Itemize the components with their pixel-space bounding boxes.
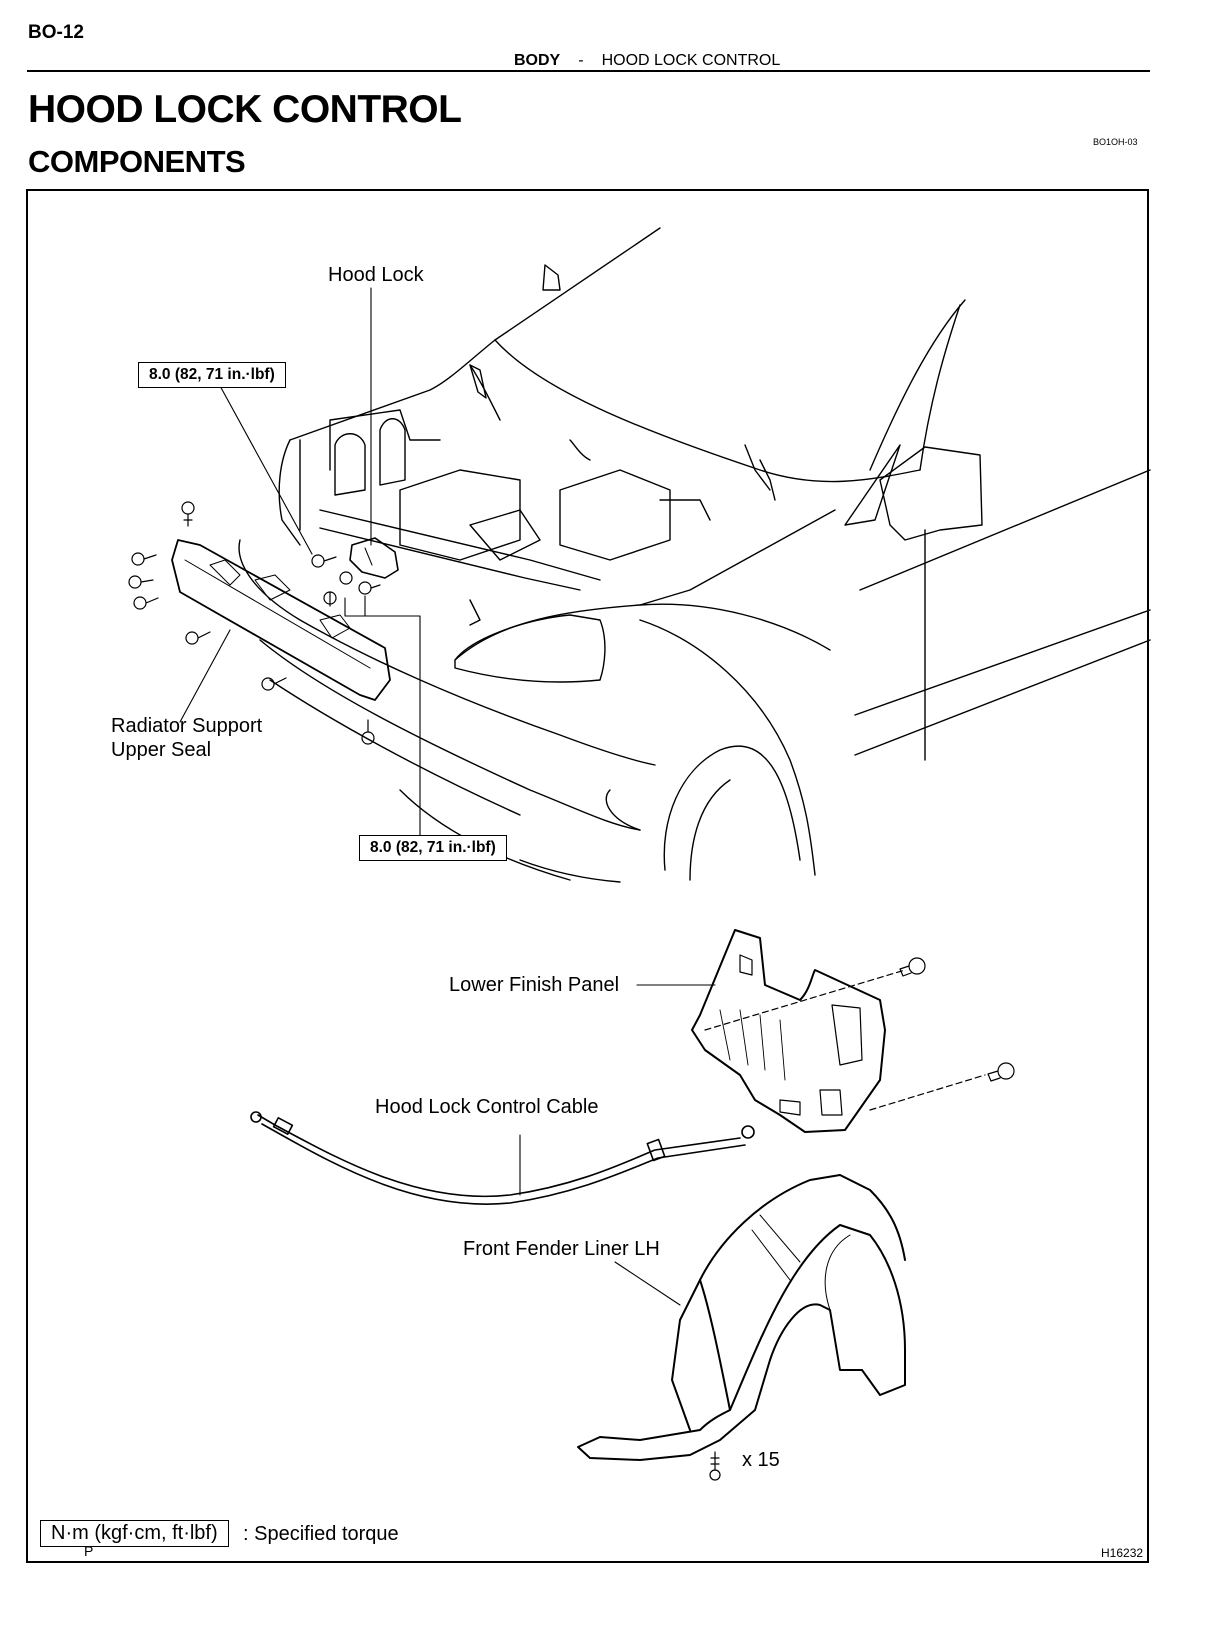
torque-spec-lower: 8.0 (82, 71 in.·lbf) xyxy=(359,835,507,861)
leader-lines xyxy=(179,287,716,1306)
legend-mark: P xyxy=(84,1543,94,1559)
front-fender-liner-part xyxy=(577,1174,906,1461)
clips-and-bolts xyxy=(128,501,381,745)
document-code: BO1OH-03 xyxy=(1093,137,1138,147)
bolt-icon xyxy=(987,1062,1015,1082)
page-number: BO-12 xyxy=(28,22,84,43)
components-figure-frame xyxy=(26,189,1149,1563)
clip-icon xyxy=(181,501,195,527)
vehicle-front-drawing xyxy=(238,227,1151,883)
torque-unit-legend-box: N·m (kgf·cm, ft·lbf) xyxy=(40,1520,229,1547)
radiator-seal-label-line2: Upper Seal xyxy=(111,739,212,761)
clip-quantity-label: x 15 xyxy=(742,1449,780,1471)
torque-spec-upper: 8.0 (82, 71 in.·lbf) xyxy=(138,362,286,388)
fender-liner-label: Front Fender Liner LH xyxy=(463,1238,660,1260)
section-name: BODY xyxy=(514,52,561,69)
hood-lock-control-cable-part xyxy=(250,1111,755,1205)
clip-icon xyxy=(185,631,211,645)
bolt-icon xyxy=(899,957,926,977)
bolt-icon xyxy=(323,591,337,607)
bolt-icon xyxy=(311,554,337,568)
panel-bolts xyxy=(704,957,1015,1111)
section-topic: HOOD LOCK CONTROL xyxy=(601,52,781,69)
header-rule xyxy=(27,70,1150,72)
section-header: BODY-HOOD LOCK CONTROL xyxy=(514,52,780,70)
upper-torque-leader-line xyxy=(218,383,313,555)
liner-leader-line xyxy=(614,1261,681,1306)
seal-leader-line xyxy=(179,629,231,723)
hood-lock-label: Hood Lock xyxy=(328,264,424,286)
control-cable-label: Hood Lock Control Cable xyxy=(375,1096,599,1118)
bolt-icon xyxy=(339,571,353,585)
clip-icon xyxy=(261,677,287,691)
figure-code: H16232 xyxy=(1101,1546,1144,1560)
clip-icon xyxy=(361,719,375,745)
clip-icon xyxy=(131,552,157,566)
clip-icon xyxy=(133,596,159,610)
lower-torque-leader-line xyxy=(344,597,421,839)
radiator-support-upper-seal xyxy=(171,539,391,701)
page-title: HOOD LOCK CONTROL xyxy=(28,88,462,131)
torque-legend-description: : Specified torque xyxy=(243,1523,399,1545)
liner-clip-icon xyxy=(709,1451,721,1481)
section-title: COMPONENTS xyxy=(28,144,246,179)
lower-finish-panel-part xyxy=(691,929,886,1133)
radiator-seal-label-line1: Radiator Support xyxy=(111,715,263,737)
hood-lock-part xyxy=(349,537,399,579)
lower-finish-panel-label: Lower Finish Panel xyxy=(449,974,620,996)
clip-icon xyxy=(128,575,154,589)
section-separator: - xyxy=(578,52,584,69)
radiator-seal-label: Radiator Support Upper Seal xyxy=(111,714,262,762)
bolt-icon xyxy=(358,581,381,595)
